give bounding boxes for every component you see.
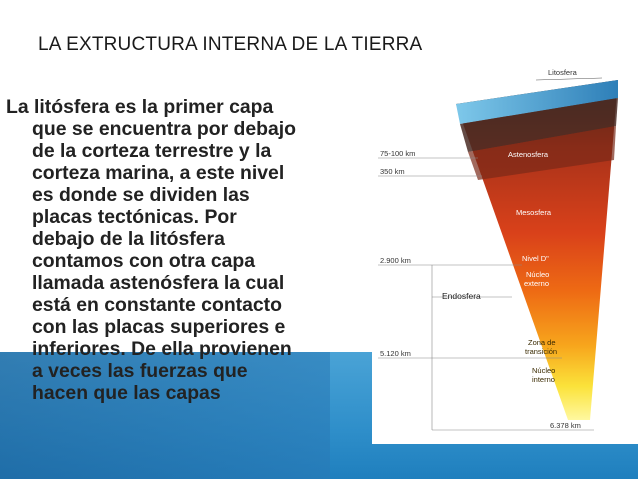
label-endosfera: Endosfera <box>442 291 481 301</box>
body-line: debajo de la litósfera <box>32 228 225 250</box>
body-line: contamos con otra capa <box>32 250 256 272</box>
decorative-band-shadow <box>0 352 330 479</box>
earth-layers-diagram: Litosfera Astenosfera Mesosfera Nivel D"… <box>372 68 638 444</box>
body-line: con las placas superiores e <box>32 316 286 338</box>
body-line: inferiores. De ella provienen <box>32 338 292 360</box>
label-nucleo-externo-1: Núcleo <box>526 270 550 279</box>
label-litosfera: Litosfera <box>548 68 577 77</box>
label-astenosfera: Astenosfera <box>508 150 549 159</box>
label-mesosfera: Mesosfera <box>516 208 552 217</box>
body-line: llamada astenósfera la cual <box>32 272 285 294</box>
label-nucleo-interno-2: interno <box>532 375 555 384</box>
body-line: hacen que las capas <box>32 382 221 404</box>
body-line: es donde se dividen las <box>32 184 250 206</box>
body-line: La litósfera es la primer capa <box>6 96 274 118</box>
label-zona-1: Zona de <box>528 338 556 347</box>
slide-title: LA EXTRUCTURA INTERNA DE LA TIERRA <box>38 34 423 55</box>
body-line: placas tectónicas. Por <box>32 206 237 228</box>
label-zona-2: transición <box>525 347 558 356</box>
depth-label: 6.378 km <box>550 421 581 430</box>
label-nucleo-externo-2: externo <box>524 279 550 288</box>
depth-label: 2.900 km <box>380 256 411 265</box>
earth-wedge-illustration <box>378 77 618 431</box>
body-line: está en constante contacto <box>32 294 282 316</box>
label-nucleo-interno-1: Núcleo <box>532 366 556 375</box>
depth-label: 350 km <box>380 167 405 176</box>
body-line: corteza marina, a este nivel <box>32 162 285 184</box>
body-line: de la corteza terrestre y la <box>32 140 272 162</box>
body-line: que se encuentra por debajo <box>32 118 296 140</box>
label-nivel-d: Nivel D" <box>522 254 549 263</box>
depth-label: 75-100 km <box>380 149 416 158</box>
body-line: a veces las fuerzas que <box>32 360 248 382</box>
depth-label: 5.120 km <box>380 349 411 358</box>
body-paragraph: La litósfera es la primer capa que se en… <box>6 96 376 404</box>
